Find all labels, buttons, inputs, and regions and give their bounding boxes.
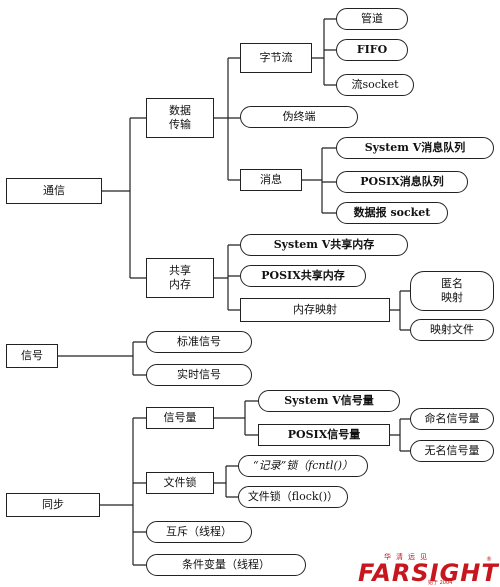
- node-communication: 通信: [6, 178, 102, 204]
- node-unnamed-sem: 无名信号量: [410, 440, 494, 462]
- node-sysv-sem: System V信号量: [258, 390, 400, 412]
- node-data-transfer: 数据 传输: [146, 98, 214, 138]
- logo-registered-mark: ®: [486, 556, 492, 563]
- node-standard-signal: 标准信号: [146, 331, 252, 353]
- node-posix-shm: POSIX共享内存: [240, 265, 366, 287]
- node-memory-mapping: 内存映射: [240, 298, 390, 322]
- logo-sub-text: 始于 2004: [428, 580, 453, 586]
- node-condvar: 条件变量（线程）: [146, 554, 306, 576]
- farsight-logo: 华清远见 FARSIGHT 始于 2004 ®: [358, 552, 499, 587]
- logo-top-text: 华清远见: [384, 553, 432, 561]
- node-posix-mq: POSIX消息队列: [336, 171, 468, 193]
- node-posix-sem: POSIX信号量: [258, 424, 390, 446]
- node-file-lock: 文件锁: [146, 472, 214, 494]
- node-fifo: FIFO: [336, 39, 408, 61]
- node-semaphore: 信号量: [146, 407, 214, 429]
- node-anonymous-mapping: 匿名 映射: [410, 271, 494, 311]
- logo-main-text: FARSIGHT: [358, 559, 499, 587]
- node-stream-socket: 流socket: [336, 74, 414, 96]
- node-datagram-socket: 数据报 socket: [336, 202, 448, 224]
- node-pseudo-terminal: 伪终端: [240, 106, 358, 128]
- node-byte-stream: 字节流: [240, 43, 312, 73]
- node-sync: 同步: [6, 493, 100, 517]
- node-sysv-shm: System V共享内存: [240, 234, 408, 256]
- node-mutex: 互斥（线程）: [146, 521, 252, 543]
- node-file-mapping: 映射文件: [410, 319, 494, 341]
- node-record-lock: “记录”锁（fcntl()）: [238, 455, 368, 477]
- node-flock-lock: 文件锁（flock()）: [238, 486, 348, 508]
- node-realtime-signal: 实时信号: [146, 364, 252, 386]
- node-sysv-mq: System V消息队列: [336, 137, 494, 159]
- node-message: 消息: [240, 169, 302, 191]
- node-named-sem: 命名信号量: [410, 408, 494, 430]
- node-signal: 信号: [6, 344, 58, 368]
- node-shared-memory: 共享 内存: [146, 258, 214, 298]
- node-pipe: 管道: [336, 8, 408, 30]
